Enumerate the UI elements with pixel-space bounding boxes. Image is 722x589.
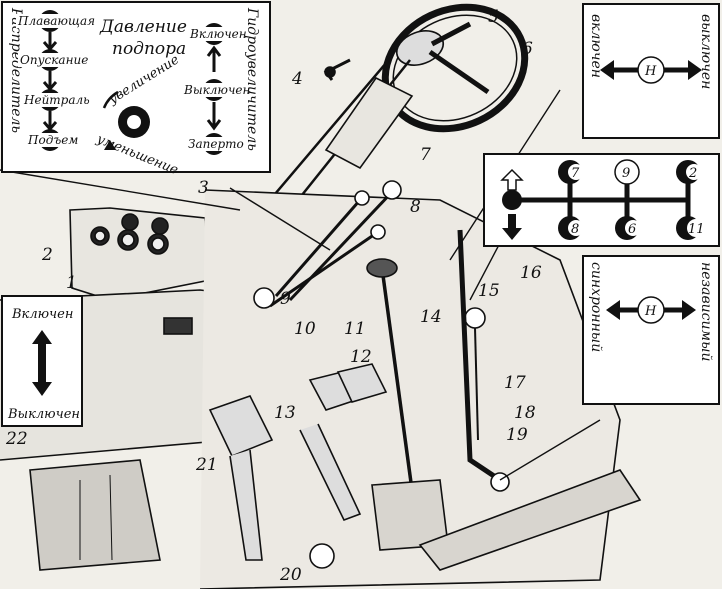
callout-3: 3 bbox=[198, 178, 209, 198]
label-on: Включен bbox=[11, 307, 73, 322]
gear-knob bbox=[366, 258, 398, 278]
label-pto-off: выключен bbox=[698, 14, 714, 89]
pos-locked: Заперто bbox=[188, 137, 244, 151]
arrow-updown-icon bbox=[32, 330, 52, 396]
callout-16: 16 bbox=[520, 263, 542, 283]
steering-spokes bbox=[428, 21, 490, 95]
pos-lift: Подъем bbox=[27, 133, 78, 147]
label-pto-on: включен bbox=[588, 14, 604, 78]
label-hydro-amplifier: Гидроувеличитель bbox=[244, 7, 260, 151]
gear-9: 9 bbox=[622, 166, 630, 181]
callout-5: 5 bbox=[488, 7, 499, 27]
gear-lever bbox=[380, 267, 414, 491]
on-off-panel: Включен Выключен bbox=[1, 295, 83, 427]
label-distributor: Распределитель bbox=[8, 7, 24, 133]
callout-numbers: 1 2 3 4 5 6 7 8 9 10 11 12 13 14 15 16 1… bbox=[5, 7, 542, 585]
arrow-left-icon bbox=[606, 300, 620, 320]
gear-7: 7 bbox=[571, 166, 580, 181]
pos-neutral: Нейтраль bbox=[23, 93, 90, 107]
neutral-label: Н bbox=[644, 64, 657, 79]
callout-22: 22 bbox=[5, 429, 28, 449]
hydraulic-panel: Распределитель Гидроувеличитель Плавающа… bbox=[1, 1, 271, 178]
gear-2: 2 bbox=[688, 166, 697, 181]
engine-block bbox=[29, 459, 161, 571]
callout-18: 18 bbox=[514, 403, 536, 423]
gear-pattern-panel: 7 9 2 8 6 11 bbox=[483, 153, 720, 247]
callout-11: 11 bbox=[344, 319, 366, 339]
distributor-position-labels: Плавающая Опускание Нейтраль Подъем bbox=[16, 14, 96, 147]
column-housing bbox=[324, 76, 414, 170]
callout-4: 4 bbox=[291, 69, 303, 89]
arrow-right-icon bbox=[688, 60, 702, 80]
rotate-arrow-icon bbox=[102, 90, 119, 109]
pos-on: Включен bbox=[189, 27, 247, 41]
gear-11: 11 bbox=[688, 222, 705, 237]
amplifier-position-labels: Включен Выключен Заперто bbox=[182, 27, 251, 151]
callout-7: 7 bbox=[420, 145, 431, 165]
arrow-right-icon bbox=[682, 300, 696, 320]
arrow-left-icon bbox=[600, 60, 614, 80]
label-off: Выключен bbox=[7, 407, 80, 422]
callout-19: 19 bbox=[506, 425, 528, 445]
neutral-circle bbox=[637, 296, 665, 324]
neutral-circle bbox=[637, 56, 665, 84]
pto-mode-panel: синхронный независимый Н bbox=[582, 255, 720, 405]
callout-8: 8 bbox=[410, 197, 421, 217]
pressure-title-1: Давление bbox=[99, 17, 187, 37]
pos-off: Выключен bbox=[183, 83, 251, 97]
neutral-label: Н bbox=[644, 304, 657, 319]
pos-lowering: Опускание bbox=[20, 53, 88, 67]
gear-6: 6 bbox=[628, 222, 636, 237]
instrument-panel bbox=[69, 207, 211, 301]
vent-grille bbox=[163, 317, 193, 335]
callout-6: 6 bbox=[522, 39, 533, 59]
pressure-title-2: подпора bbox=[112, 39, 186, 59]
gear-8: 8 bbox=[571, 222, 579, 237]
callout-9: 9 bbox=[280, 289, 291, 309]
gauges bbox=[90, 213, 169, 255]
lever-pivot-9 bbox=[253, 287, 275, 309]
callout-15: 15 bbox=[478, 281, 500, 301]
steering-wheel bbox=[381, 3, 529, 133]
knob-20 bbox=[309, 543, 335, 569]
callout-1: 1 bbox=[66, 273, 77, 293]
pto-shaft bbox=[418, 469, 642, 571]
label-independent: независимый bbox=[698, 262, 714, 362]
pos-floating: Плавающая bbox=[17, 14, 95, 28]
callout-21: 21 bbox=[195, 455, 218, 475]
callout-14: 14 bbox=[420, 307, 442, 327]
callout-12: 12 bbox=[350, 347, 372, 367]
callout-17: 17 bbox=[504, 373, 526, 393]
callout-2: 2 bbox=[41, 245, 53, 265]
pto-switch-panel: включен выключен Н bbox=[582, 3, 720, 139]
pedals bbox=[208, 363, 388, 561]
arrow-down-icon bbox=[502, 214, 522, 240]
label-synchronous: синхронный bbox=[588, 262, 604, 352]
callout-20: 20 bbox=[279, 565, 302, 585]
callout-10: 10 bbox=[294, 319, 316, 339]
steering-hub bbox=[395, 30, 445, 66]
callout-13: 13 bbox=[274, 403, 296, 423]
